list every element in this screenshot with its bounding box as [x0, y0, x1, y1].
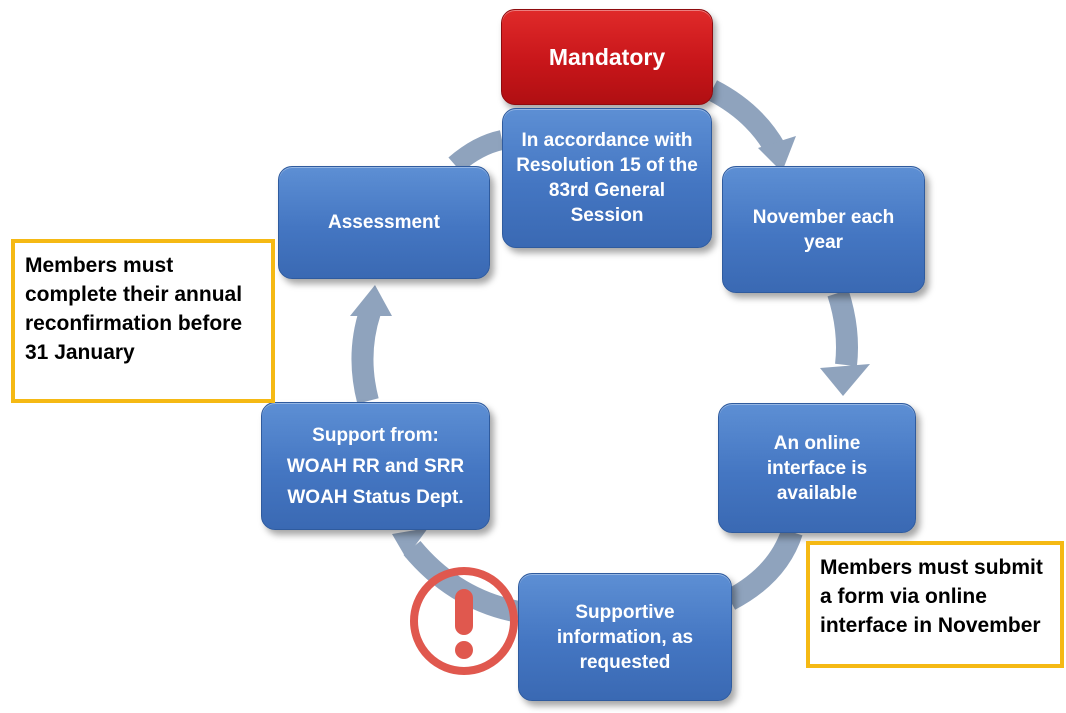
note-submit-form: Members must submit a form via online in… [806, 541, 1064, 668]
note-annual-reconfirmation-line: 31 January [25, 341, 135, 364]
note-submit-form-line: interface in November [820, 614, 1041, 637]
node-resolution: In accordance with Resolution 15 of the … [502, 108, 712, 248]
arrow-top-right [706, 80, 786, 156]
node-november-line: November each [752, 206, 895, 228]
node-resolution-line: In accordance with [521, 130, 693, 151]
node-support-from: Support from: WOAH RR and SRR WOAH Statu… [261, 402, 490, 530]
node-supportive-info-line: requested [579, 651, 671, 673]
node-online-interface-line: An online [773, 432, 861, 454]
node-online-interface: An online interface is available [718, 403, 916, 533]
node-november: November each year [722, 166, 925, 293]
node-support-from-line: WOAH RR and SRR [286, 455, 465, 477]
arrow-bottom-right [724, 528, 803, 610]
node-support-from-line: Support from: [312, 424, 439, 446]
mandatory-banner: Mandatory [501, 9, 713, 105]
arrow-right-head [820, 364, 870, 396]
node-supportive-info-line: information, as [556, 626, 694, 648]
arrow-top-left [448, 130, 505, 173]
node-online-interface-line: interface is [766, 457, 868, 479]
note-annual-reconfirmation-line: reconfirmation before [25, 312, 243, 335]
node-resolution-line: Session [570, 205, 644, 226]
note-submit-form-line: Members must submit [820, 556, 1043, 579]
node-assessment-line: Assessment [328, 212, 440, 233]
mandatory-label: Mandatory [548, 43, 666, 70]
note-annual-reconfirmation: Members must complete their annual recon… [11, 239, 275, 403]
node-november-line: year [803, 231, 844, 253]
arrow-bottom-left-head [392, 528, 428, 558]
note-annual-reconfirmation-line: Members must [25, 254, 174, 277]
arrow-right [827, 289, 858, 367]
node-supportive-info: Supportive information, as requested [518, 573, 732, 701]
node-support-from-line: WOAH Status Dept. [287, 486, 464, 508]
node-resolution-line: Resolution 15 of the [516, 155, 698, 176]
exclamation-circle-icon [410, 567, 518, 675]
node-supportive-info-line: Supportive [575, 601, 675, 623]
arrow-left-head [350, 285, 392, 316]
node-resolution-line: 83rd General [548, 180, 666, 201]
node-assessment: Assessment [278, 166, 490, 279]
arrow-left [351, 308, 381, 404]
note-submit-form-line: a form via online [820, 585, 987, 608]
node-online-interface-line: available [776, 482, 858, 504]
note-annual-reconfirmation-line: complete their annual [25, 283, 243, 306]
arrow-top-right-head [758, 136, 796, 172]
